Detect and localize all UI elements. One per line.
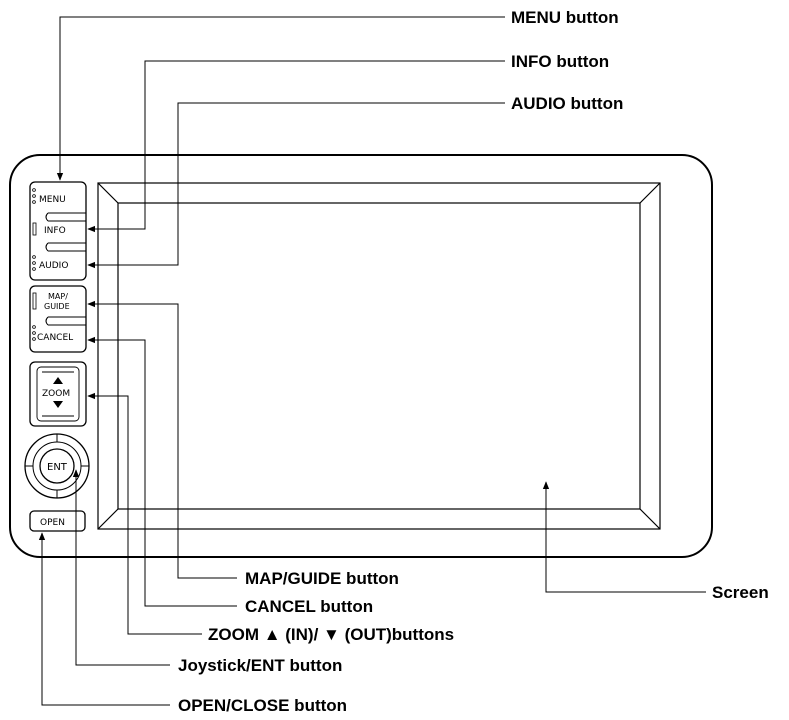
guide-button-label[interactable]: GUIDE <box>44 302 70 311</box>
audio-callout: AUDIO button <box>511 94 623 113</box>
audio-leader <box>87 102 505 269</box>
zoom-callout: ZOOM ▲ (IN)/ ▼ (OUT)buttons <box>208 625 454 644</box>
cancel-leader <box>87 336 237 607</box>
info-callout: INFO button <box>511 52 609 71</box>
zoom-button-group <box>29 361 87 427</box>
open-close-callout: OPEN/CLOSE button <box>178 696 347 715</box>
open-button[interactable]: OPEN <box>40 518 65 528</box>
leader-lines-bottom <box>38 300 706 706</box>
map-guide-leader <box>87 300 237 579</box>
screen-leader <box>542 481 706 593</box>
leader-lines-top <box>56 16 505 269</box>
menu-info-audio-group <box>29 181 87 281</box>
zoom-button-label[interactable]: ZOOM <box>42 389 70 399</box>
cancel-button[interactable]: CANCEL <box>37 333 73 343</box>
info-button[interactable]: INFO <box>44 226 66 236</box>
map-guide-callout: MAP/GUIDE button <box>245 569 399 588</box>
joystick-leader <box>72 469 170 666</box>
menu-leader <box>56 16 505 181</box>
menu-callout: MENU button <box>511 8 619 27</box>
map-cancel-group <box>29 285 87 353</box>
joystick[interactable] <box>24 433 90 499</box>
zoom-out-arrow-icon[interactable] <box>53 401 63 408</box>
screen-bezel <box>97 182 661 530</box>
device-housing <box>9 154 713 558</box>
zoom-in-arrow-icon[interactable] <box>53 377 63 384</box>
map-button-label[interactable]: MAP/ <box>48 292 68 301</box>
screen-callout: Screen <box>712 583 769 602</box>
open-button-frame[interactable] <box>29 510 86 532</box>
zoom-leader <box>87 392 202 635</box>
audio-button[interactable]: AUDIO <box>39 261 68 271</box>
joystick-callout: Joystick/ENT button <box>178 656 342 675</box>
info-leader <box>87 60 505 233</box>
open-close-leader <box>38 532 170 706</box>
cancel-callout: CANCEL button <box>245 597 373 616</box>
ent-button[interactable]: ENT <box>47 462 68 473</box>
menu-button[interactable]: MENU <box>39 195 66 205</box>
